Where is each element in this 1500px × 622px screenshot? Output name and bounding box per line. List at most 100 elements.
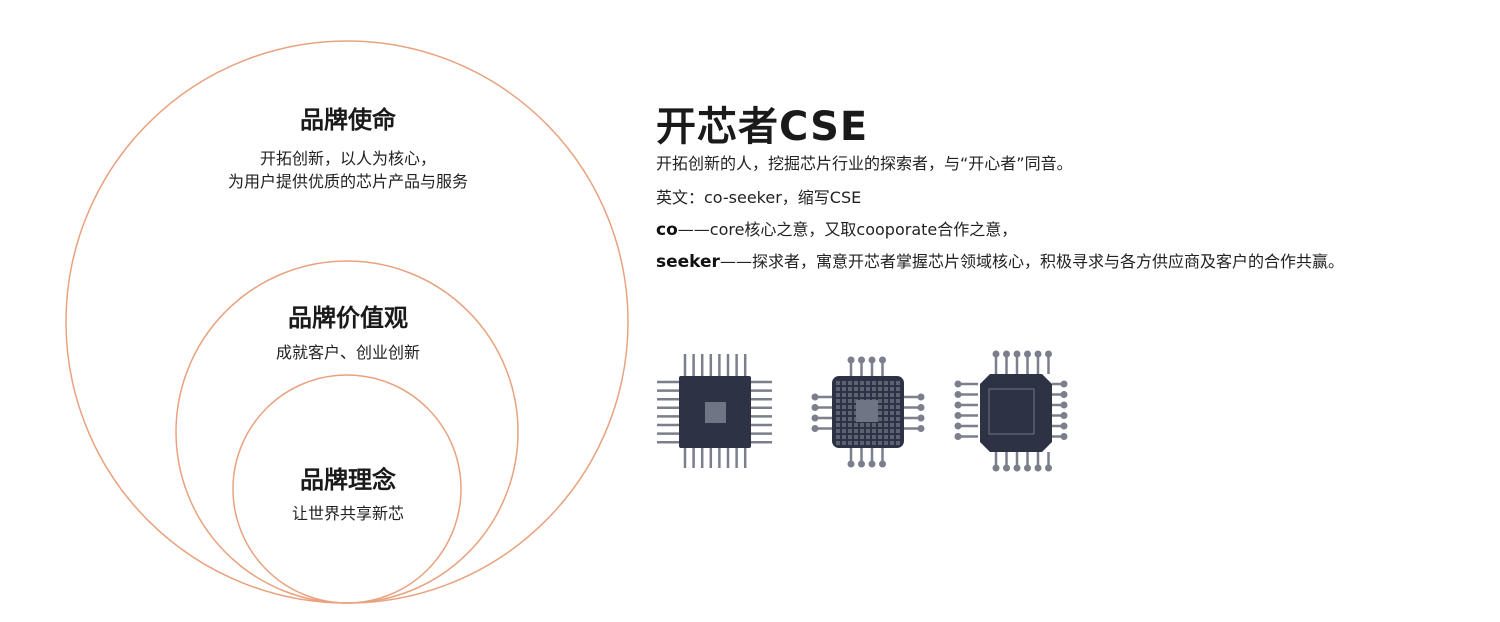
ball-grid (872, 381, 876, 385)
ball-grid (866, 387, 870, 391)
ball-grid (878, 429, 882, 433)
ball-grid (878, 441, 882, 445)
ball-grid (884, 417, 888, 421)
ball-grid (890, 435, 894, 439)
ball-grid (848, 435, 852, 439)
ball-grid (860, 393, 864, 397)
ball-grid (854, 435, 858, 439)
octagon-chip-icon (954, 350, 1068, 472)
chip-pin-pad (1060, 380, 1068, 388)
ball-grid (890, 387, 894, 391)
ball-grid (854, 441, 858, 445)
chip-pin-pad (1060, 433, 1068, 440)
ball-grid (896, 399, 900, 403)
ball-grid (866, 393, 870, 397)
ball-grid (896, 387, 900, 391)
seeker-term: seeker (656, 252, 720, 272)
chip-pin-pad (954, 433, 962, 440)
ball-grid (872, 387, 876, 391)
ball-grid (860, 381, 864, 385)
chip-pin-pad (1060, 422, 1068, 430)
ball-grid (884, 399, 888, 403)
ball-grid (878, 387, 882, 391)
ball-grid (854, 429, 858, 433)
ball-grid (866, 423, 870, 427)
ball-grid (872, 435, 876, 439)
chip-pin-pad (811, 414, 819, 422)
ball-grid (896, 417, 900, 421)
ball-grid (836, 435, 840, 439)
chip-pin-pad (879, 460, 886, 468)
ball-grid (890, 399, 894, 403)
chip-pin-pad (1045, 350, 1052, 358)
ball-grid (884, 435, 888, 439)
ball-grid (878, 423, 882, 427)
qfp-chip-icon (657, 354, 772, 468)
ball-grid (890, 441, 894, 445)
ball-grid (848, 417, 852, 421)
chip-pin-pad (847, 356, 855, 364)
ball-grid (836, 381, 840, 385)
co-desc: ——core核心之意，又取cooporate合作之意， (677, 220, 1018, 239)
ball-grid (872, 429, 876, 433)
ball-grid (890, 423, 894, 427)
chip-pin-pad (868, 460, 876, 468)
ball-grid (836, 411, 840, 415)
ball-grid (836, 393, 840, 397)
chip-pin-pad (868, 356, 876, 364)
ball-grid (842, 411, 846, 415)
chip-icons (657, 350, 1068, 472)
ball-grid (884, 423, 888, 427)
chip-pin-pad (917, 404, 925, 411)
seeker-desc: ——探求者，寓意开芯者掌握芯片领域核心，积极寻求与各方供应商及客户的合作共赢。 (719, 252, 1344, 271)
ball-grid (848, 387, 852, 391)
ball-grid (842, 423, 846, 427)
mission-title: 品牌使命 (300, 106, 396, 134)
brand-line-2: 英文：co-seeker，缩写CSE (656, 188, 862, 207)
ball-grid (860, 429, 864, 433)
ball-grid (866, 381, 870, 385)
ball-grid (836, 387, 840, 391)
ball-grid (848, 393, 852, 397)
ball-grid (836, 423, 840, 427)
ball-grid (884, 381, 888, 385)
chip-die (856, 400, 878, 422)
ball-grid (884, 429, 888, 433)
brand-line-1: 开拓创新的人，挖掘芯片行业的探索者，与“开心者”同音。 (656, 154, 1073, 173)
ball-grid (896, 423, 900, 427)
concept-circle (232, 374, 462, 604)
ball-grid (884, 393, 888, 397)
chip-pin-pad (1013, 464, 1021, 472)
chip-pin-pad (1024, 350, 1031, 358)
ball-grid (860, 435, 864, 439)
ball-grid (866, 441, 870, 445)
ball-grid (884, 411, 888, 415)
brand-circles-diagram (65, 40, 629, 604)
ball-grid (848, 441, 852, 445)
ball-grid (842, 405, 846, 409)
ball-grid (896, 435, 900, 439)
ball-grid (896, 411, 900, 415)
ball-grid (836, 417, 840, 421)
ball-grid (842, 435, 846, 439)
chip-pin-pad (917, 393, 925, 401)
chip-pin-pad (858, 356, 865, 364)
concept-text: 让世界共享新芯 (291, 504, 404, 523)
ball-grid (848, 405, 852, 409)
chip-pin-pad (847, 460, 855, 468)
values-text: 成就客户、创业创新 (275, 343, 420, 362)
ball-grid (884, 387, 888, 391)
ball-grid (878, 435, 882, 439)
ball-grid (848, 429, 852, 433)
chip-pin-pad (954, 412, 962, 419)
chip-die-outline (988, 388, 1035, 435)
ball-grid (890, 417, 894, 421)
mission-line: 为用户提供优质的芯片产品与服务 (227, 172, 468, 191)
co-term: co (656, 220, 678, 240)
chip-pin-pad (954, 380, 962, 388)
chip-pin-pad (811, 404, 819, 411)
ball-grid (836, 399, 840, 403)
brand-line-3: co——core核心之意，又取cooporate合作之意， (656, 216, 1017, 240)
ball-grid (878, 393, 882, 397)
ball-grid (872, 393, 876, 397)
